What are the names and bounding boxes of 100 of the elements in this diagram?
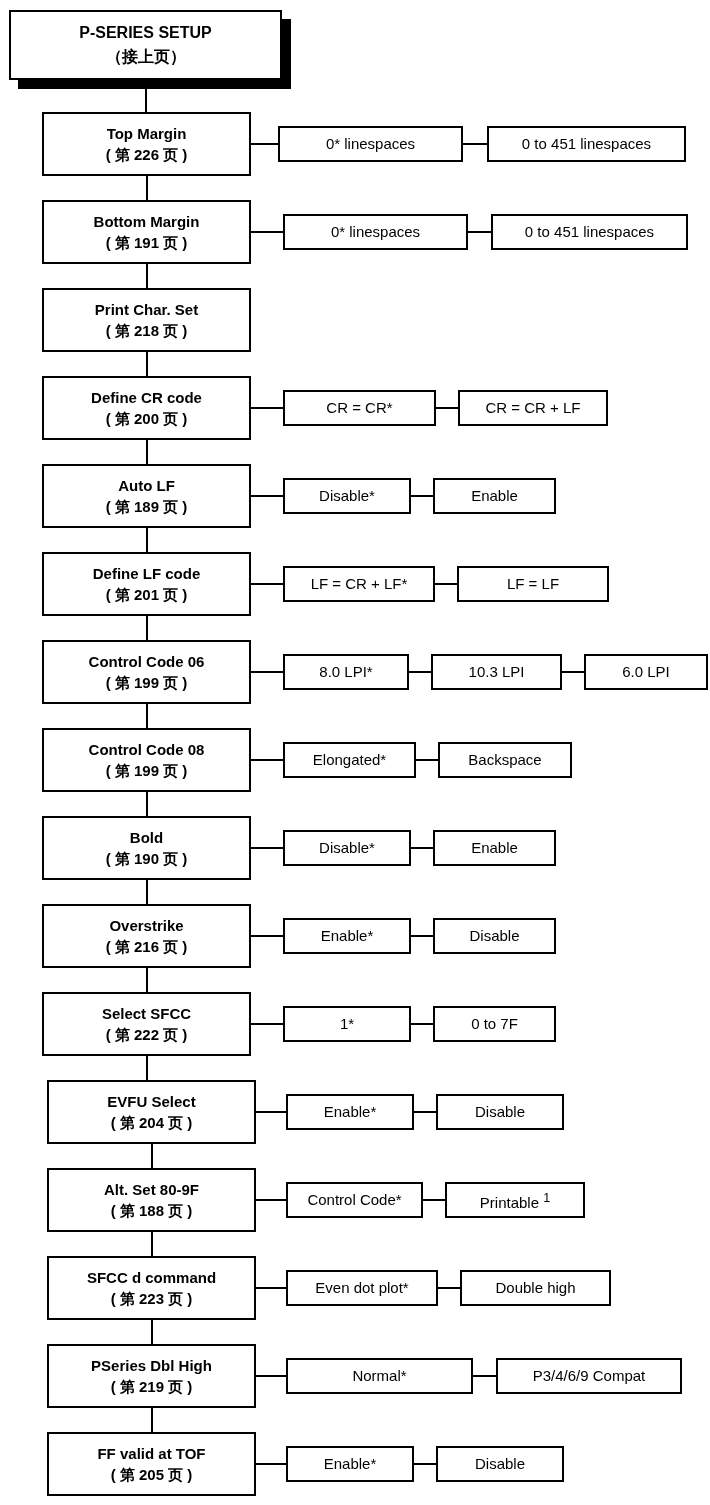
connector-line	[146, 439, 148, 465]
menu-item-box	[47, 1432, 256, 1496]
option-box	[584, 654, 708, 690]
menu-item-box	[42, 640, 251, 704]
option-box	[433, 830, 556, 866]
menu-item-box	[42, 288, 251, 352]
option-label: Disable	[469, 927, 520, 945]
option-label: Enable*	[320, 927, 374, 945]
option-box	[445, 1182, 585, 1218]
connector-line	[561, 671, 585, 673]
menu-item-box	[47, 1168, 256, 1232]
connector-line	[422, 1199, 446, 1201]
item-title: PSeries Dbl High	[91, 1356, 212, 1376]
item-title: Print Char. Set	[94, 300, 199, 320]
option-label: 8.0 LPI*	[319, 663, 373, 681]
option-box	[283, 214, 468, 250]
option-box	[283, 918, 411, 954]
connector-line	[250, 1023, 284, 1025]
item-title: Define LF code	[92, 564, 201, 584]
option-box	[283, 1006, 411, 1042]
menu-item-box	[42, 904, 251, 968]
menu-item-box	[42, 200, 251, 264]
option-label: P3/4/6/9 Compat	[532, 1367, 646, 1385]
page-reference: ( 第 216 页 )	[105, 937, 188, 957]
page-reference: ( 第 188 页 )	[110, 1201, 193, 1221]
connector-line	[410, 495, 434, 497]
option-box	[436, 1094, 564, 1130]
connector-line	[250, 583, 284, 585]
menu-item-box	[42, 816, 251, 880]
option-box	[286, 1094, 414, 1130]
option-box	[286, 1182, 423, 1218]
option-box	[283, 566, 435, 602]
page-reference: ( 第 218 页 )	[105, 321, 188, 341]
option-label: Printable $^{1}$	[479, 1189, 551, 1212]
option-box	[436, 1446, 564, 1482]
option-label: Even dot plot*	[315, 1279, 409, 1297]
option-label: 0 to 451 linespaces	[524, 223, 655, 241]
option-box	[286, 1446, 414, 1482]
page-reference: ( 第 201 页 )	[105, 585, 188, 605]
connector-line	[435, 407, 459, 409]
option-label: CR = CR*	[326, 399, 393, 417]
item-title: EVFU Select	[107, 1092, 196, 1112]
page-reference: ( 第 205 页 )	[110, 1465, 193, 1485]
option-box	[283, 390, 436, 426]
connector-line	[146, 1055, 148, 1081]
option-label: Enable	[471, 839, 518, 857]
item-title: FF valid at TOF	[97, 1444, 206, 1464]
option-box	[286, 1270, 438, 1306]
option-box	[460, 1270, 611, 1306]
connector-line	[250, 759, 284, 761]
option-label: Enable*	[323, 1103, 377, 1121]
page-reference: ( 第 204 页 )	[110, 1113, 193, 1133]
page-reference: ( 第 190 页 )	[105, 849, 188, 869]
page-reference: ( 第 199 页 )	[105, 761, 188, 781]
connector-line	[434, 583, 458, 585]
connector-line	[250, 495, 284, 497]
option-label: CR = CR + LF	[485, 399, 581, 417]
connector-line	[250, 231, 284, 233]
connector-line	[250, 143, 279, 145]
option-label: Disable	[475, 1455, 525, 1473]
option-label: Normal*	[352, 1367, 407, 1385]
connector-line	[146, 879, 148, 905]
connector-line	[462, 143, 488, 145]
connector-line	[151, 1319, 153, 1345]
connector-line	[146, 791, 148, 817]
item-title: Control Code 06	[88, 652, 205, 672]
menu-item-box	[47, 1080, 256, 1144]
page-reference: ( 第 191 页 )	[105, 233, 188, 253]
option-label: Disable	[475, 1103, 525, 1121]
connector-line	[415, 759, 439, 761]
connector-line	[250, 847, 284, 849]
option-label: 0* linespaces	[325, 135, 416, 153]
item-title: P-SERIES SETUP	[79, 23, 212, 43]
option-box	[433, 478, 556, 514]
connector-line	[255, 1375, 287, 1377]
item-title: Select SFCC	[101, 1004, 192, 1024]
option-box	[286, 1358, 473, 1394]
connector-line	[151, 1143, 153, 1169]
item-title: Alt. Set 80-9F	[104, 1180, 199, 1200]
option-box	[458, 390, 608, 426]
connector-line	[146, 703, 148, 729]
connector-line	[255, 1199, 287, 1201]
option-label: Enable*	[323, 1455, 377, 1473]
connector-line	[472, 1375, 497, 1377]
option-label: 0 to 7F	[471, 1015, 518, 1033]
menu-item-box	[42, 376, 251, 440]
connector-line	[250, 935, 284, 937]
item-title: Top Margin	[106, 124, 187, 144]
option-box	[278, 126, 463, 162]
menu-item-box	[42, 112, 251, 176]
page-reference: ( 第 226 页 )	[105, 145, 188, 165]
option-box	[283, 478, 411, 514]
option-box	[496, 1358, 682, 1394]
option-box	[431, 654, 562, 690]
option-label: 6.0 LPI	[622, 663, 670, 681]
option-label: 0* linespaces	[330, 223, 421, 241]
connector-line	[408, 671, 432, 673]
option-box	[438, 742, 572, 778]
option-box	[487, 126, 686, 162]
menu-item-box	[42, 728, 251, 792]
